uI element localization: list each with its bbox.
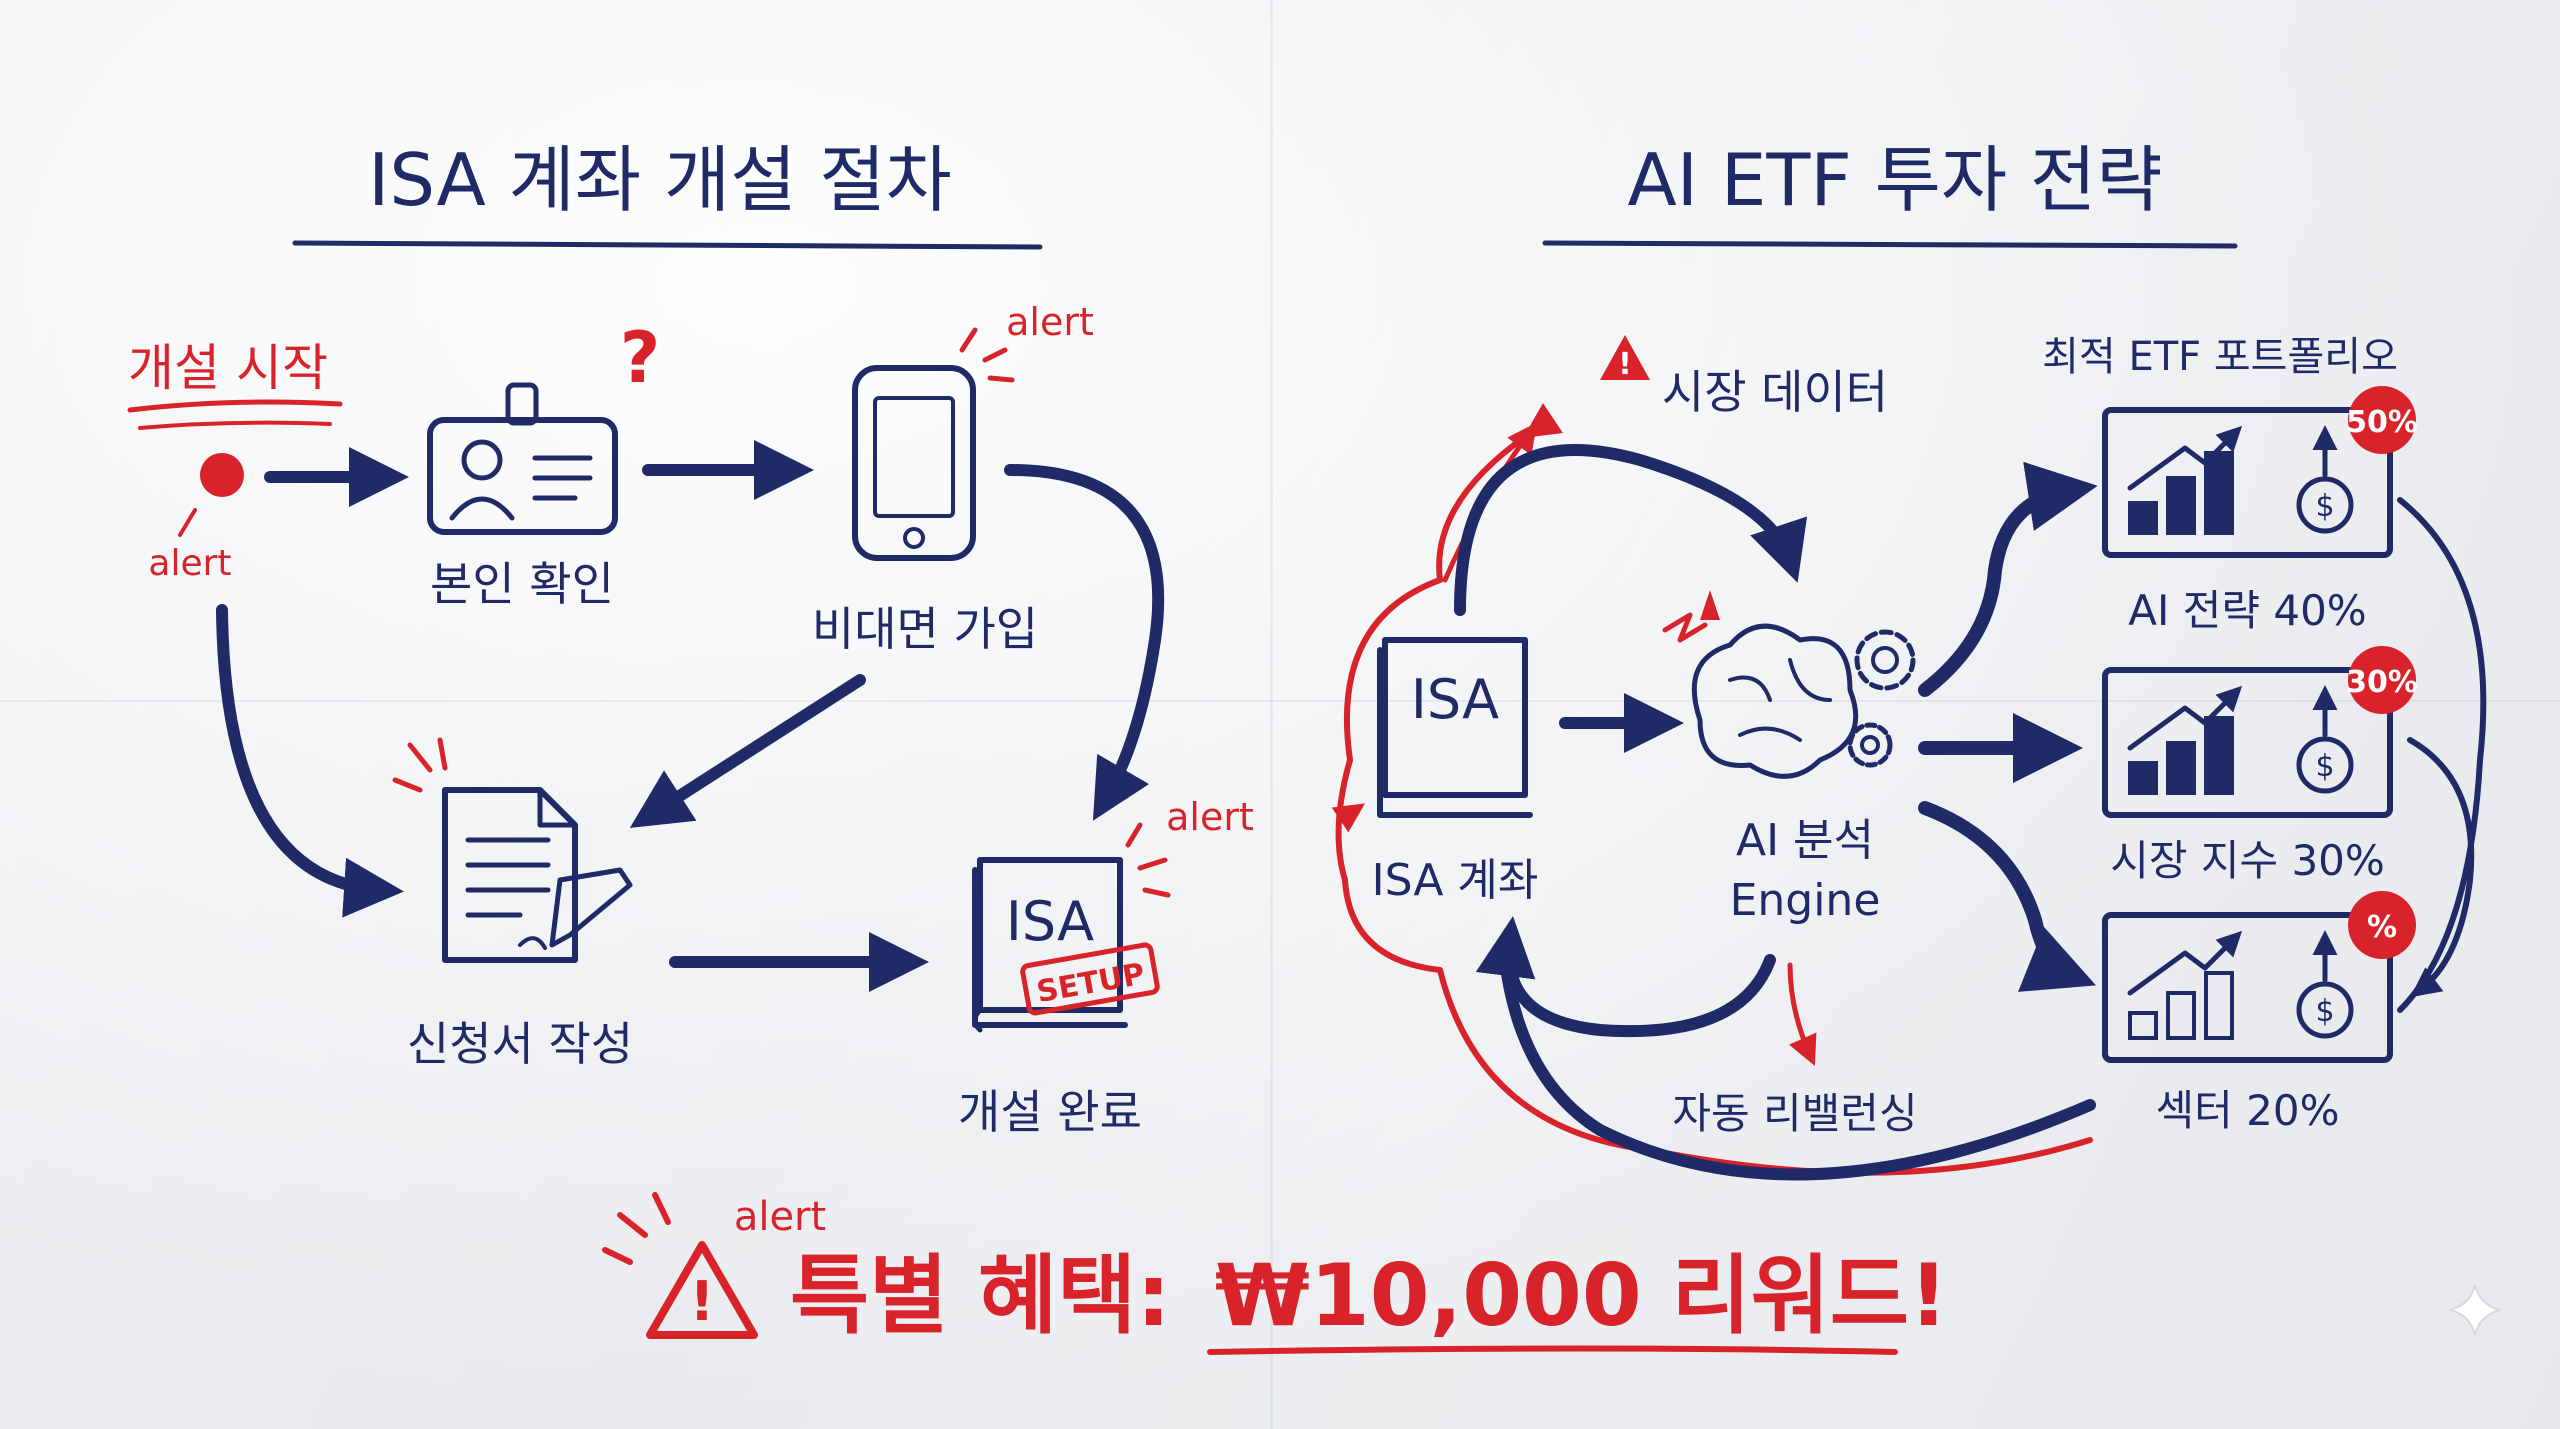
svg-text:$: $ — [2315, 489, 2334, 524]
bar-chart-dollar-icon: $ — [2127, 685, 2354, 795]
step-identity-label: 본인 확인 — [430, 557, 614, 611]
arrow-engine-to-sector — [1918, 801, 2096, 992]
arrow-sector-to-isa — [1499, 954, 2096, 1181]
portfolio-card-label: AI 전략 40% — [2128, 586, 2366, 635]
arrow-mobile-to-form — [629, 674, 866, 828]
isa-account-book-label: ISA — [1411, 668, 1499, 731]
start-alert-tick — [178, 508, 197, 537]
step-form-label: 신청서 작성 — [407, 1017, 633, 1071]
brain-gear-icon — [1691, 623, 1916, 779]
start-dot — [200, 453, 244, 497]
start-underline-2 — [138, 420, 332, 430]
start-alert: alert — [148, 543, 231, 584]
percent-badge: % — [2348, 891, 2416, 959]
arrow-index-to-sector-return — [2407, 737, 2475, 998]
portfolio-card: $% 섹터 20% — [2102, 891, 2416, 1135]
percent-badge-label: 50% — [2346, 405, 2418, 440]
start-underline — [127, 399, 343, 413]
portfolio-card-frame — [2102, 667, 2393, 818]
arrow-engine-to-ai-strategy — [1918, 461, 2098, 697]
arrow-portfolio-side-loop — [2397, 497, 2487, 1013]
isa-book-icon: ISA SETUP — [972, 857, 1160, 1033]
portfolio-cards: $50% AI 전략 40% $30% 시장 지수 30% $% 섹터 20% — [2102, 386, 2418, 1135]
portfolio-card-frame — [2102, 407, 2393, 558]
market-data-label: 시장 데이터 — [1662, 365, 1888, 419]
arrow-start-to-form — [216, 604, 404, 918]
start-label: 개설 시작 — [128, 339, 328, 397]
svg-text:$: $ — [2315, 994, 2334, 1029]
question-mark: ? — [620, 317, 661, 399]
svg-text:!: ! — [690, 1270, 715, 1333]
isa-account-book-icon: ISA — [1377, 637, 1533, 818]
paper-crease-horizontal — [0, 700, 2560, 702]
percent-badge: 50% — [2346, 386, 2418, 454]
red-cloud-loop — [1335, 403, 2093, 1176]
banner-text-prefix: 특별 혜택: — [790, 1246, 1171, 1346]
portfolio-card-label: 섹터 20% — [2156, 1086, 2340, 1135]
banner-alert: alert — [734, 1194, 826, 1240]
arrow-isa-to-engine-arc — [1454, 444, 1808, 616]
arrow-engine-to-isa-rebalance — [1475, 916, 1776, 1038]
left-title-underline — [292, 240, 1043, 250]
bar-chart-dollar-icon: $ — [2127, 425, 2354, 535]
engine-spark-marks — [1662, 590, 1720, 643]
paper-crease-vertical — [1270, 0, 1273, 1429]
portfolio-card-label: 시장 지수 30% — [2110, 836, 2385, 885]
svg-text:$: $ — [2315, 749, 2334, 784]
red-rebalance-arrow — [1787, 962, 1817, 1066]
document-alert-ticks — [392, 737, 448, 793]
step-mobile-label: 비대면 가입 — [812, 602, 1038, 656]
smartphone-icon — [852, 365, 976, 561]
bar-chart-dollar-icon: $ — [2127, 930, 2354, 1040]
left-title: ISA 계좌 개설 절차 — [368, 138, 952, 222]
engine-label-line1: AI 분석 — [1736, 815, 1874, 866]
percent-badge: 30% — [2346, 646, 2418, 714]
portfolio-card-frame — [2102, 912, 2393, 1063]
portfolio-title: 최적 ETF 포트폴리오 — [2042, 334, 2398, 380]
right-title-underline — [1542, 240, 2238, 249]
svg-text:!: ! — [1618, 347, 1632, 382]
mobile-alert-ticks — [959, 327, 1015, 383]
banner-warning-icon: ! — [602, 1192, 758, 1339]
complete-alert-ticks — [1125, 822, 1171, 898]
banner-text-reward: ₩10,000 리워드! — [1215, 1246, 1948, 1346]
red-loop-arrow-left — [1331, 803, 1365, 833]
warning-icon: ! — [1600, 335, 1650, 382]
mobile-alert: alert — [1006, 300, 1094, 344]
isa-account-label: ISA 계좌 — [1372, 855, 1539, 906]
percent-badge-label: 30% — [2346, 665, 2418, 700]
sparkle-icon — [2449, 1284, 2501, 1336]
document-pen-icon — [442, 787, 633, 963]
banner-underline — [1207, 1345, 1898, 1355]
id-badge-icon — [427, 382, 618, 535]
percent-badge-label: % — [2367, 910, 2397, 945]
portfolio-card: $50% AI 전략 40% — [2102, 386, 2418, 635]
complete-alert: alert — [1166, 795, 1254, 839]
engine-label-line2: Engine — [1730, 875, 1881, 926]
arrow-mobile-to-complete — [1004, 464, 1165, 821]
step-complete-label: 개설 완료 — [958, 1085, 1142, 1139]
portfolio-card: $30% 시장 지수 30% — [2102, 646, 2418, 885]
right-title: AI ETF 투자 전략 — [1628, 138, 2163, 222]
complete-book-label: ISA — [1006, 890, 1094, 953]
rebalancing-label: 자동 리밸런싱 — [1672, 1089, 1917, 1138]
